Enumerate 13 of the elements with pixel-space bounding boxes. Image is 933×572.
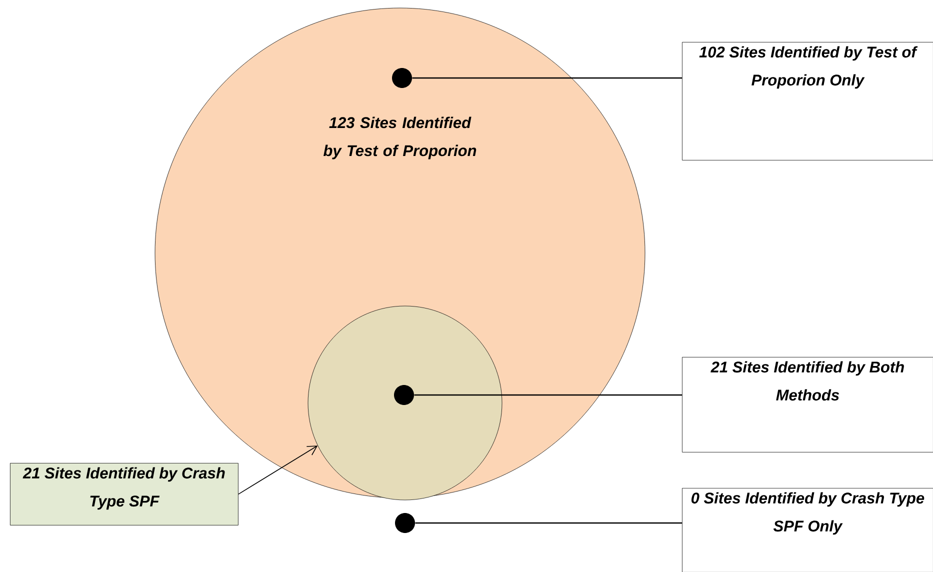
callout-box: 21 Sites Identified by Crash Type SPF <box>10 463 238 526</box>
leader-line <box>415 522 682 524</box>
callout-box: 21 Sites Identified by Both Methods <box>682 357 933 452</box>
callout-box: 102 Sites Identified by Test of Proporion Only <box>682 42 933 160</box>
leader-line <box>414 394 682 396</box>
dot-marker <box>392 68 412 88</box>
circle-region <box>308 306 502 500</box>
arrow <box>238 446 318 495</box>
leader-line <box>412 77 682 79</box>
dot-marker <box>394 385 414 405</box>
region-label: 123 Sites Identified by Test of Proporion <box>324 116 476 160</box>
dot-marker <box>395 513 415 533</box>
callout-box: 0 Sites Identified by Crash Type SPF Only <box>682 488 933 572</box>
